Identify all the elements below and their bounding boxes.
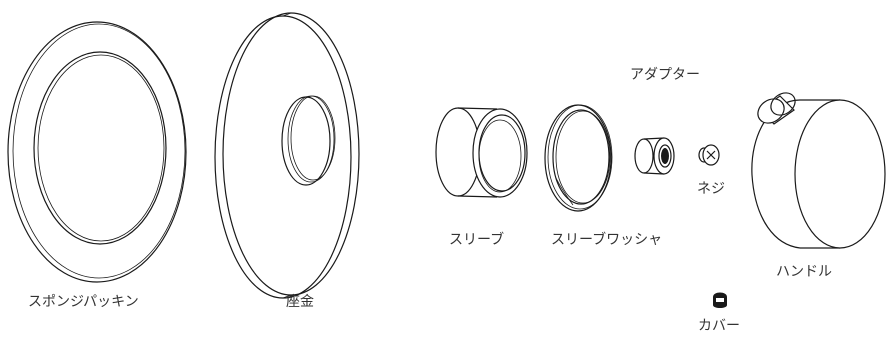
adapter-drawing <box>634 137 675 175</box>
label-sponge-packing: スポンジパッキン <box>28 294 139 310</box>
sleeve-drawing <box>435 107 528 198</box>
label-handle: ハンドル <box>776 264 832 280</box>
label-cover: カバー <box>698 318 740 334</box>
washer-plate-drawing <box>214 12 360 299</box>
sponge-packing-drawing <box>7 21 187 283</box>
label-sleeve: スリーブ <box>449 232 505 248</box>
sleeve-washer-drawing <box>544 104 613 212</box>
label-adapter: アダプター <box>630 67 700 83</box>
label-screw: ネジ <box>697 181 725 197</box>
cover-drawing <box>713 292 727 308</box>
screw-drawing <box>698 144 720 166</box>
label-sleeve-washer: スリーブワッシャ <box>551 232 663 248</box>
label-washer-plate: 座金 <box>286 294 314 310</box>
handle-drawing <box>751 92 886 249</box>
